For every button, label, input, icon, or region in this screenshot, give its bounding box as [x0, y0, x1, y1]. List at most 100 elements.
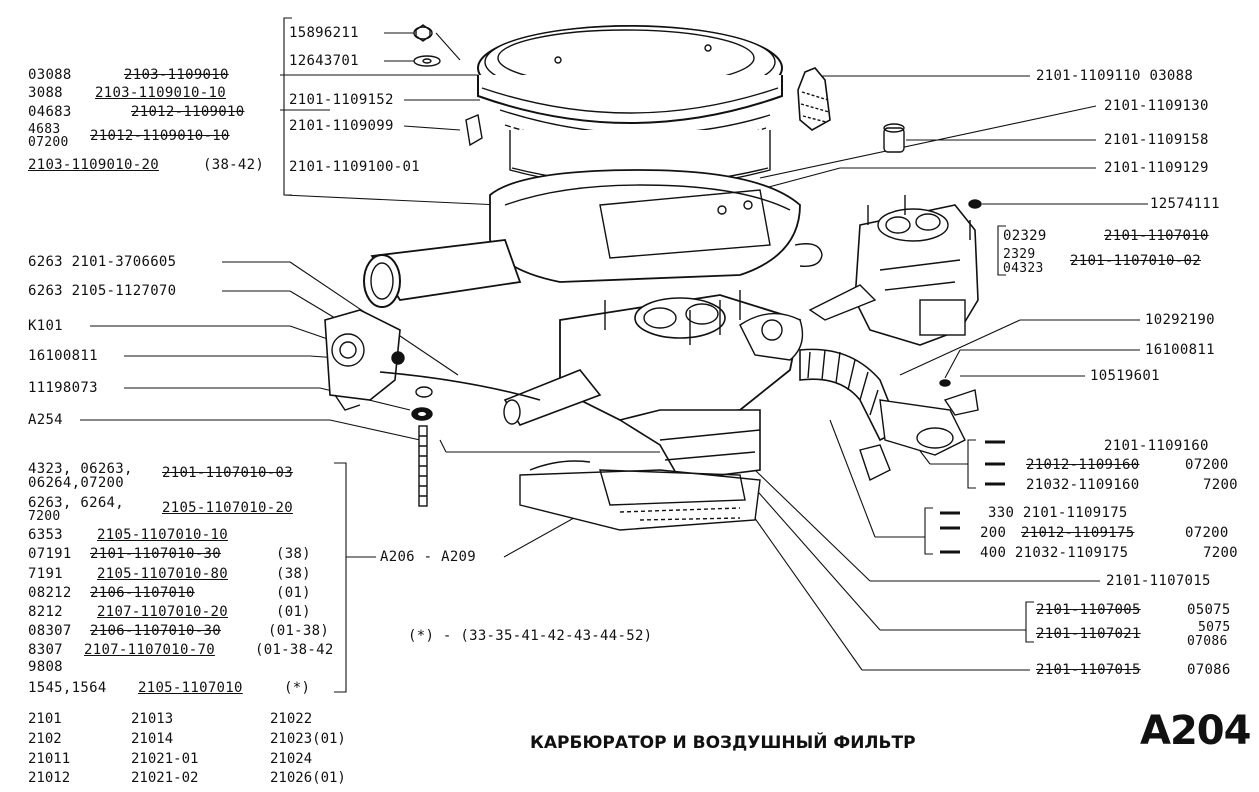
label-r4: 2101-1109129: [1104, 160, 1209, 176]
label-hose1: 330 2101-1109175: [988, 505, 1128, 521]
carb-code-3: 6263, 6264,: [28, 495, 125, 511]
label-r1: 2101-1109110 03088: [1036, 68, 1194, 84]
model-cell: 2102: [28, 731, 62, 747]
label-stud: А254: [28, 412, 63, 428]
carb-a-code1: 02329: [1003, 228, 1047, 244]
label-seal: 2101-1109152: [289, 92, 394, 108]
label-g3-code: 07086: [1187, 662, 1231, 678]
carb-code-5: 6353: [28, 527, 63, 543]
filter-part-4: 21012-1109010-10: [90, 128, 230, 144]
filter-code-4: 4683: [28, 122, 61, 137]
label-nut-15896211: 15896211: [289, 25, 359, 41]
model-cell: 21022: [270, 711, 313, 727]
filter-part-1: 2103-1109010: [124, 67, 229, 83]
model-cell: 21012: [28, 770, 71, 786]
filter-code-3: 04683: [28, 104, 72, 120]
label-r7: 16100811: [1145, 342, 1215, 358]
label-washer-11198073: 11198073: [28, 380, 98, 396]
filter-part-3: 21012-1109010: [131, 104, 245, 120]
footnote: (*) - (33-35-41-42-43-44-52): [408, 628, 653, 644]
carb-part-6: 2101-1107010-30: [90, 546, 221, 562]
label-pipe1: 2101-1109160: [1104, 438, 1209, 454]
label-hose2-code: 07200: [1185, 525, 1229, 541]
carb-part-10: 2106-1107010-30: [90, 623, 221, 639]
model-cell: 21026(01): [270, 770, 346, 786]
carb-part-13: 2105-1107010: [138, 680, 243, 696]
range-label: А206 - А209: [380, 549, 477, 565]
carb-part-9: 2107-1107010-20: [97, 604, 228, 620]
carb-part-8: 2106-1107010: [90, 585, 195, 601]
label-r3: 2101-1109158: [1104, 132, 1209, 148]
label-g2-code1: 5075: [1198, 620, 1231, 635]
label-bracket: 6263 2101-3706605: [28, 254, 177, 270]
carb-suffix-11: (01-38-42: [255, 642, 334, 658]
carb-part-5: 2105-1107010-10: [97, 527, 228, 543]
model-cell: 21011: [28, 751, 71, 767]
carb-code-1: 4323, 06263,: [28, 461, 133, 477]
carb-code-12: 9808: [28, 659, 63, 675]
carb-part-7: 2105-1107010-80: [97, 566, 228, 582]
carb-code-2: 06264,07200: [28, 475, 125, 491]
label-g1-part: 2101-1107005: [1036, 602, 1141, 618]
model-cell: 2101: [28, 711, 62, 727]
carb-part-1: 2101-1107010-03: [162, 465, 293, 481]
label-hose2-pre: 200: [980, 525, 1007, 541]
carb-suffix-6: (38): [276, 546, 311, 562]
model-cell: 21021-01: [131, 751, 199, 767]
carb-a-code3: 04323: [1003, 261, 1044, 276]
filter-part-2: 2103-1109010-10: [95, 85, 226, 101]
carb-part-3: 2105-1107010-20: [162, 500, 293, 516]
label-washer-12643701: 12643701: [289, 53, 359, 69]
filter-suffix-6: (38-42): [203, 157, 265, 173]
label-hose3-code: 7200: [1203, 545, 1238, 561]
label-g1-code: 05075: [1187, 602, 1231, 618]
page-title: КАРБЮРАТОР И ВОЗДУШНЫЙ ФИЛЬТР: [530, 733, 916, 753]
label-r5: 12574111: [1150, 196, 1220, 212]
label-g2-part: 2101-1107021: [1036, 626, 1141, 642]
carb-suffix-7: (38): [276, 566, 311, 582]
label-gasket: 2101-1107015: [1106, 573, 1211, 589]
carb-a-part2: 2101-1107010-02: [1070, 253, 1201, 269]
label-r6: 10292190: [1145, 312, 1215, 328]
filter-code-1: 03088: [28, 67, 72, 83]
label-pipe2-part: 21012-1109160: [1026, 457, 1140, 473]
model-cell: 21021-02: [131, 770, 199, 786]
label-hose2-part: 21012-1109175: [1021, 525, 1135, 541]
label-hose3: 400 21032-1109175: [980, 545, 1129, 561]
label-pipe3-part: 21032-1109160: [1026, 477, 1140, 493]
bracket-drawing: [324, 309, 541, 507]
carb-a-code2: 2329: [1003, 247, 1036, 262]
carb-suffix-9: (01): [276, 604, 311, 620]
filter-part-6: 2103-1109010-20: [28, 157, 159, 173]
carb-code-9: 8212: [28, 604, 63, 620]
carb-suffix-8: (01): [276, 585, 311, 601]
label-pipe2-code: 07200: [1185, 457, 1229, 473]
small-carburetor-drawing: [808, 195, 979, 346]
model-cell: 21023(01): [270, 731, 346, 747]
label-pipe3-code: 7200: [1203, 477, 1238, 493]
label-r8: 10519601: [1090, 368, 1160, 384]
model-cell: 21024: [270, 751, 313, 767]
label-r2: 2101-1109130: [1104, 98, 1209, 114]
filter-code-5: 07200: [28, 135, 69, 150]
label-spring: 6263 2105-1127070: [28, 283, 177, 299]
label-filter-body: 2101-1109100-01: [289, 159, 420, 175]
carb-code-11: 8307: [28, 642, 63, 658]
carb-part-11: 2107-1107010-70: [84, 642, 215, 658]
carb-a-part1: 2101-1107010: [1104, 228, 1209, 244]
carb-suffix-10: (01-38): [268, 623, 330, 639]
model-cell: 21014: [131, 731, 174, 747]
label-clamp: К101: [28, 318, 63, 334]
carb-code-10: 08307: [28, 623, 72, 639]
carb-code-4: 7200: [28, 509, 61, 524]
label-g3-part: 2101-1107015: [1036, 662, 1141, 678]
model-cell: 21013: [131, 711, 174, 727]
label-washer-16100811: 16100811: [28, 348, 98, 364]
carb-code-8: 08212: [28, 585, 72, 601]
carb-code-6: 07191: [28, 546, 72, 562]
main-carburetor-drawing: [503, 290, 1005, 554]
carb-code-7: 7191: [28, 566, 63, 582]
label-g2-code2: 07086: [1187, 634, 1228, 649]
carb-suffix-13: (*): [284, 680, 311, 696]
